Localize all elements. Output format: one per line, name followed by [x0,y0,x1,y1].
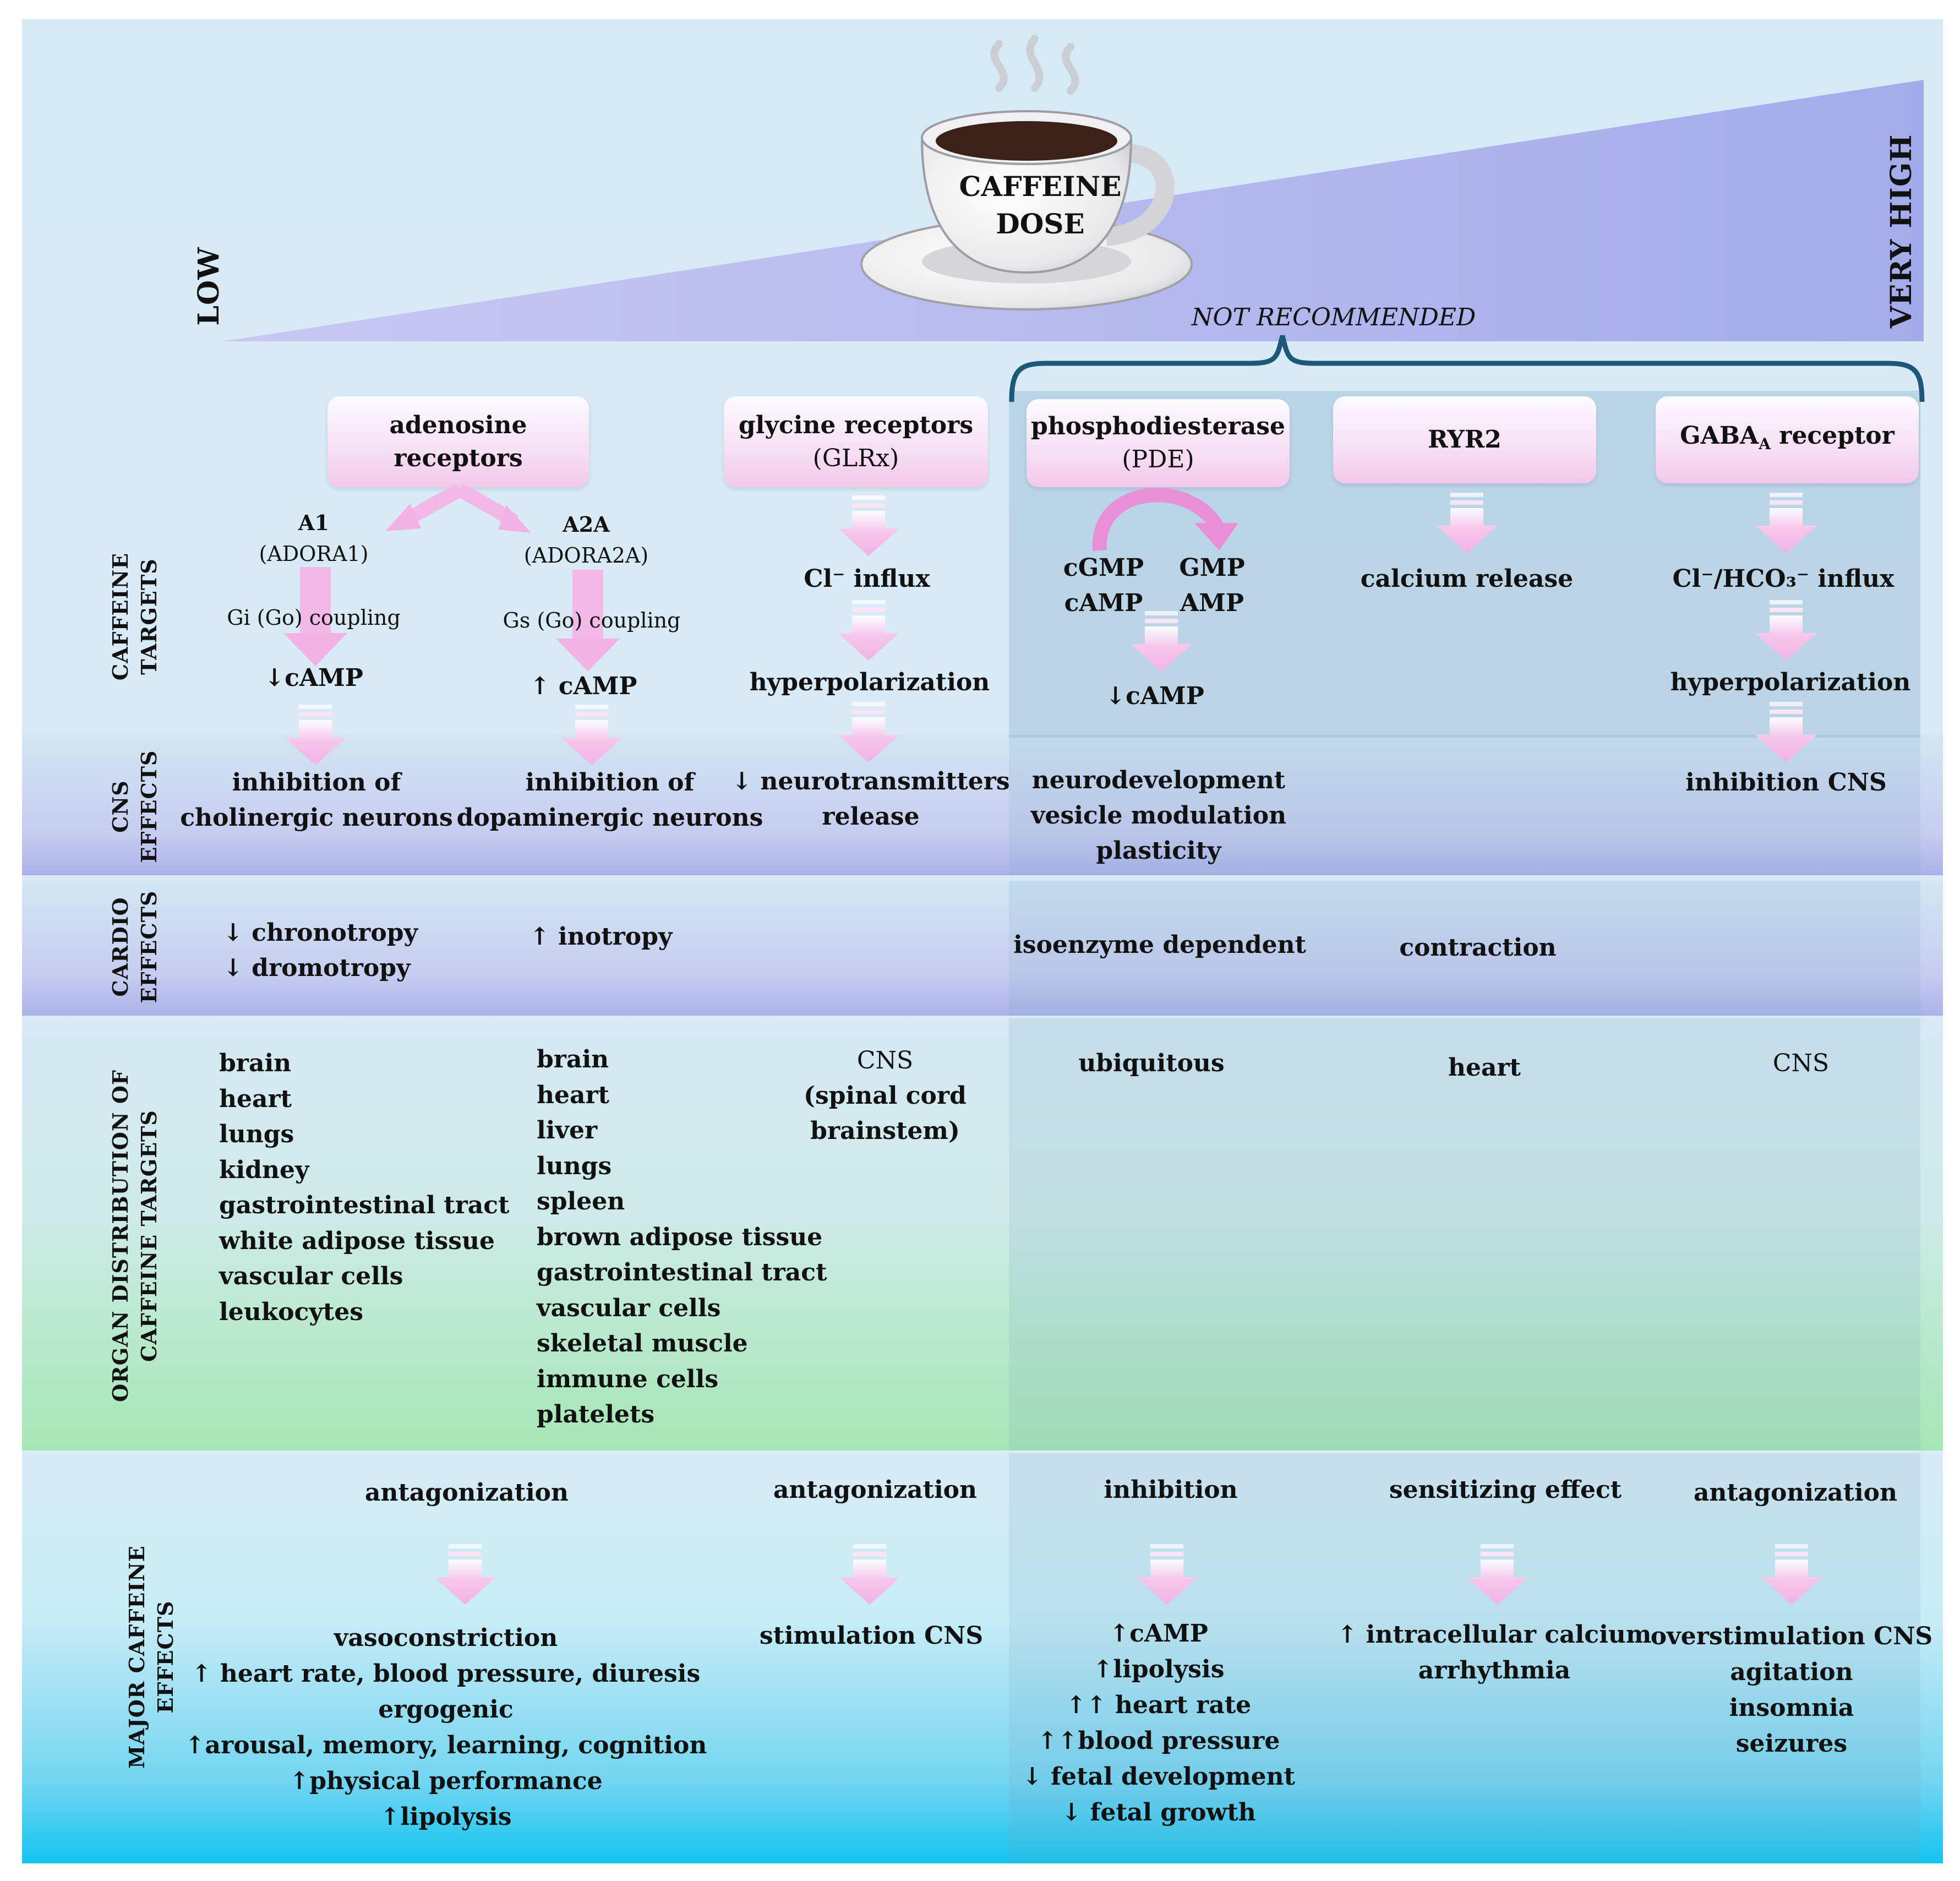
not-recommended-shade-organ [1009,1018,1920,1451]
pde-gmp: GMP [1179,554,1245,582]
a1-coupling: Gi (Go) coupling [227,606,401,630]
coffee-cup-icon [860,35,1193,310]
cup-label: CAFFEINE DOSE [959,168,1122,243]
a2a-camp: ↑ cAMP [529,672,637,700]
pde-amp: AMP [1180,589,1244,617]
organ-pde: ubiquitous [1078,1049,1225,1077]
major-gaba-mechanism: antagonization [1693,1479,1898,1507]
major-ryr2-effects: ↑ intracellular calcium arrhythmia [1337,1621,1652,1684]
phosphodiesterase-box: phosphodiesterase (PDE) [1027,399,1290,487]
pde-camp-result: ↓cAMP [1105,682,1204,710]
ryr2-box: RYR2 [1333,396,1596,483]
gaba-cl-hco3-influx: Cl⁻/HCO₃⁻ influx [1672,565,1895,593]
cardio-a2a: ↑ inotropy [529,923,673,951]
major-adenosine-effects: vasoconstriction ↑ heart rate, blood pre… [184,1624,707,1831]
not-recommended-shade-cardio [1009,881,1920,1016]
organ-ryr2: heart [1448,1054,1521,1082]
not-recommended-shade-cns [1009,735,1920,875]
gaba-hyperpolarization: hyperpolarization [1670,668,1911,696]
a2a-coupling: Gs (Go) coupling [503,608,681,633]
a2a-subtype: A2A (ADORA2A) [523,512,649,568]
major-pde-effects: ↑cAMP ↑lipolysis ↑↑ heart rate ↑↑blood p… [1022,1620,1295,1827]
gaba-receptor-box: GABAA receptor [1656,396,1919,483]
cns-a2a: inhibition of dopaminergic neurons [456,768,763,832]
major-pde-mechanism: inhibition [1104,1476,1238,1504]
pde-camp: cAMP [1064,589,1143,617]
a1-camp: ↓cAMP [264,664,363,692]
adenosine-receptors-box: adenosine receptors [327,396,589,487]
major-gaba-effects: overstimulation CNS agitation insomnia s… [1650,1622,1933,1758]
organ-distribution-band [22,1018,1943,1451]
cardio-a1: ↓ chronotropy ↓ dromotropy [223,919,418,982]
major-ryr2-mechanism: sensitizing effect [1389,1476,1622,1504]
organ-glycine: CNS (spinal cord brainstem) [804,1046,967,1145]
major-adenosine-mechanism: antagonization [364,1479,569,1507]
major-glycine-mechanism: antagonization [773,1476,978,1504]
organ-gaba: CNS [1772,1049,1830,1077]
glycine-hyperpolarization: hyperpolarization [749,668,990,696]
cup-label-line1: CAFFEINE [959,170,1122,203]
cardio-effects-band [22,881,1943,1016]
cns-a1: inhibition of cholinergic neurons [180,768,453,832]
cardio-pde: isoenzyme dependent [1013,931,1306,959]
not-recommended-shade-major [1009,1453,1920,1863]
organ-a2a-list: brain heart liver lungs spleen brown adi… [537,1045,827,1429]
cup-label-line2: DOSE [996,208,1085,240]
major-glycine-effects: stimulation CNS [759,1622,984,1650]
not-recommended-bracket [1009,335,1925,402]
gaba-receptor-label: GABAA receptor [1680,421,1895,453]
cns-effects-band [22,735,1943,875]
cardio-ryr2: contraction [1399,934,1557,962]
cns-pde: neurodevelopment vesicle modulation plas… [1030,766,1287,865]
glycine-receptors-box: glycine receptors (GLRx) [724,396,988,487]
cns-glycine: ↓ neurotransmitters release [731,767,1010,831]
pde-cgmp: cGMP [1063,554,1144,582]
glycine-cl-influx: Cl⁻ influx [804,565,930,593]
organ-a1-list: brain heart lungs kidney gastrointestina… [219,1049,510,1326]
a1-subtype: A1 (ADORA1) [259,510,369,566]
ryr2-calcium-release: calcium release [1360,565,1574,593]
cns-gaba: inhibition CNS [1685,768,1887,797]
not-recommended-label: NOT RECOMMENDED [1192,303,1476,331]
major-effects-band [22,1453,1943,1863]
